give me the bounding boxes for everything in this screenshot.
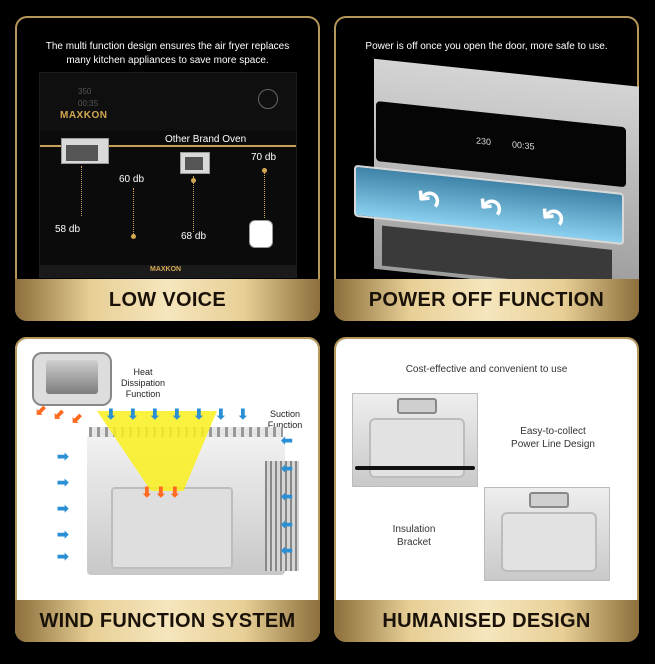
maxkon-oven-icon [61, 138, 109, 164]
low-voice-caption-line-1: The multi function design ensures the ai… [45, 41, 290, 52]
heat-label-line-1: Heat [133, 367, 153, 377]
suction-label: Suction Function [261, 409, 309, 431]
blue-arrow-icon: ➡ [57, 500, 69, 516]
oven-window [501, 512, 597, 572]
low-voice-panel: The multi function design ensures the ai… [15, 16, 320, 321]
heat-label-line-3: Function [125, 389, 161, 399]
heat-dissipation-inset [32, 352, 112, 406]
blue-arrow-icon: ➡ [57, 526, 69, 542]
level-line-68 [193, 176, 194, 232]
suction-label-line-1: Suction [269, 409, 301, 419]
humanised-title: HUMANISED DESIGN [382, 609, 591, 632]
blue-arrow-icon: ⬇ [237, 406, 249, 422]
db-68-label: 68 db [181, 231, 207, 242]
display-temperature: 350 [78, 87, 92, 96]
oven-handle [529, 492, 569, 508]
brand-logo: MAXKON [60, 110, 108, 121]
blue-arrow-icon: ➡ [57, 448, 69, 464]
humanised-panel: Cost-effective and convenient to use Eas… [334, 337, 639, 642]
level-dot-70 [262, 168, 267, 173]
blue-arrow-icon: ⬇ [105, 406, 117, 422]
gold-divider [40, 145, 296, 147]
orange-arrow-icon: ⬇ [169, 484, 181, 500]
heat-label-line-2: Dissipation [120, 378, 166, 388]
heat-label: Heat Dissipation Function [113, 367, 173, 400]
level-line-58 [81, 166, 82, 216]
bottom-strip: MAXKON [40, 265, 296, 277]
power-off-panel: Power is off once you open the door, mor… [334, 16, 639, 321]
db-60-label: 60 db [119, 174, 145, 185]
orange-arrow-icon: ⬋ [71, 410, 83, 426]
power-off-title: POWER OFF FUNCTION [368, 288, 605, 311]
insulation-line-1: Insulation [392, 524, 436, 535]
easy-collect-line-1: Easy-to-collect [520, 426, 586, 437]
display-time: 00:35 [512, 139, 535, 152]
wind-banner: WIND FUNCTION SYSTEM [15, 600, 320, 642]
suction-label-line-2: Function [267, 420, 303, 430]
orange-arrow-icon: ⬋ [53, 406, 65, 422]
wind-title: WIND FUNCTION SYSTEM [39, 609, 296, 632]
blue-arrow-icon: ➡ [57, 548, 69, 564]
blue-arrow-icon: ⬇ [127, 406, 139, 422]
open-door-oven-illustration: 230 00:35 [354, 58, 639, 298]
db-70-label: 70 db [251, 152, 277, 163]
power-line-bar [355, 466, 475, 470]
insulation-line-2: Bracket [397, 537, 431, 548]
oven-handle [397, 398, 437, 414]
orange-arrow-icon: ⬋ [35, 402, 47, 418]
power-off-caption: Power is off once you open the door, mor… [365, 41, 608, 52]
oven-bottom-illustration [484, 487, 610, 581]
low-voice-banner: LOW VOICE [15, 279, 320, 321]
power-off-banner: POWER OFF FUNCTION [334, 279, 639, 321]
blue-arrow-icon: ⬅ [281, 432, 293, 448]
orange-arrow-icon: ⬇ [141, 484, 153, 500]
air-fryer-icon [249, 220, 273, 248]
other-brand-label: Other Brand Oven [165, 134, 247, 145]
control-panel [40, 73, 296, 131]
easy-collect-line-2: Power Line Design [511, 439, 595, 450]
wind-panel: Heat Dissipation Function Suction Functi… [15, 337, 320, 642]
oven-top-illustration [352, 393, 478, 487]
maxkon-oven-illustration: 350 00:35 MAXKON MAXKON [39, 72, 297, 278]
blue-arrow-icon: ⬇ [193, 406, 205, 422]
blue-arrow-icon: ⬇ [215, 406, 227, 422]
blue-arrow-icon: ⬅ [281, 460, 293, 476]
easy-collect-label: Easy-to-collect Power Line Design [498, 425, 608, 451]
power-knob-icon [258, 89, 278, 109]
db-58-label: 58 db [55, 224, 81, 235]
oven-window [111, 487, 233, 569]
orange-arrow-icon: ⬇ [155, 484, 167, 500]
side-vent [265, 461, 299, 571]
blue-arrow-icon: ➡ [57, 474, 69, 490]
level-line-70 [264, 168, 265, 218]
blue-arrow-icon: ⬅ [281, 542, 293, 558]
low-voice-title: LOW VOICE [108, 288, 227, 311]
level-dot-68 [191, 178, 196, 183]
humanised-banner: HUMANISED DESIGN [334, 600, 639, 642]
level-line-60 [133, 188, 134, 236]
microwave-icon [180, 152, 210, 174]
blue-arrow-icon: ⬇ [149, 406, 161, 422]
display-time: 00:35 [78, 99, 99, 108]
display-temperature: 230 [476, 135, 492, 148]
humanised-caption: Cost-effective and convenient to use [405, 364, 568, 375]
blue-arrow-icon: ⬅ [281, 488, 293, 504]
level-dot-60 [131, 234, 136, 239]
blue-arrow-icon: ⬅ [281, 516, 293, 532]
insulation-label: Insulation Bracket [384, 523, 444, 549]
blue-arrow-icon: ⬇ [171, 406, 183, 422]
low-voice-caption-line-2: many kitchen appliances to save more spa… [66, 55, 269, 66]
bottom-brand-logo: MAXKON [150, 266, 182, 273]
